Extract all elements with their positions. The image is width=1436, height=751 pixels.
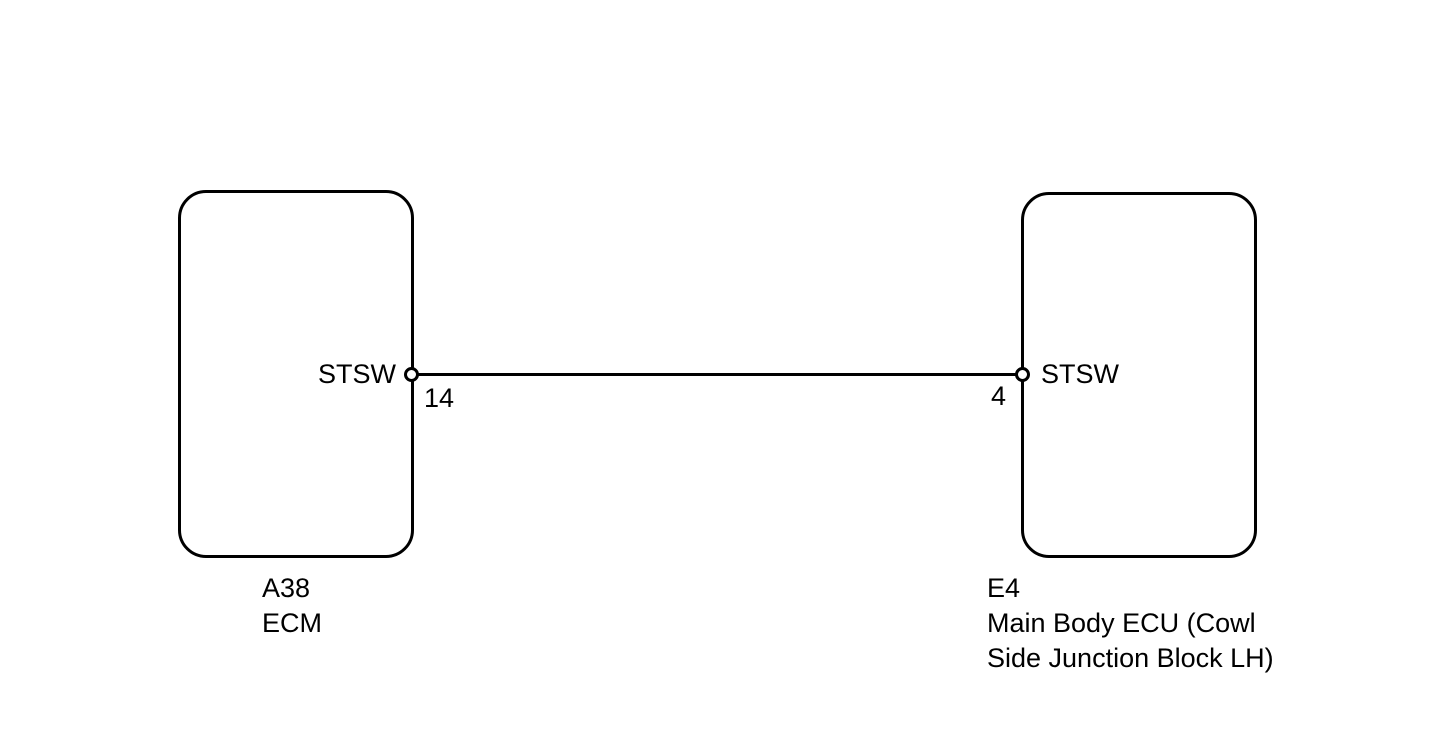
wire-stsw	[412, 373, 1022, 376]
terminal-circle-icon	[1015, 367, 1030, 382]
pin-signal-label-right: STSW	[1041, 359, 1119, 389]
connector-box-e4	[1021, 192, 1257, 558]
connector-code-label: A38	[262, 573, 311, 603]
pin-signal-label-left: STSW	[318, 359, 396, 389]
pin-number-label-right: 4	[990, 381, 1006, 411]
connector-box-a38	[178, 190, 414, 558]
connector-caption-right: E4 Main Body ECU (Cowl Side Junction Blo…	[987, 571, 1292, 676]
terminal-circle-icon	[404, 367, 419, 382]
connector-name-label: ECM	[262, 608, 322, 638]
connector-code-label: E4	[987, 573, 1021, 603]
pin-number-label-left: 14	[424, 383, 455, 413]
connector-caption-left: A38 ECM	[262, 571, 582, 641]
connector-name-label: Main Body ECU (Cowl Side Junction Block …	[987, 608, 1274, 673]
